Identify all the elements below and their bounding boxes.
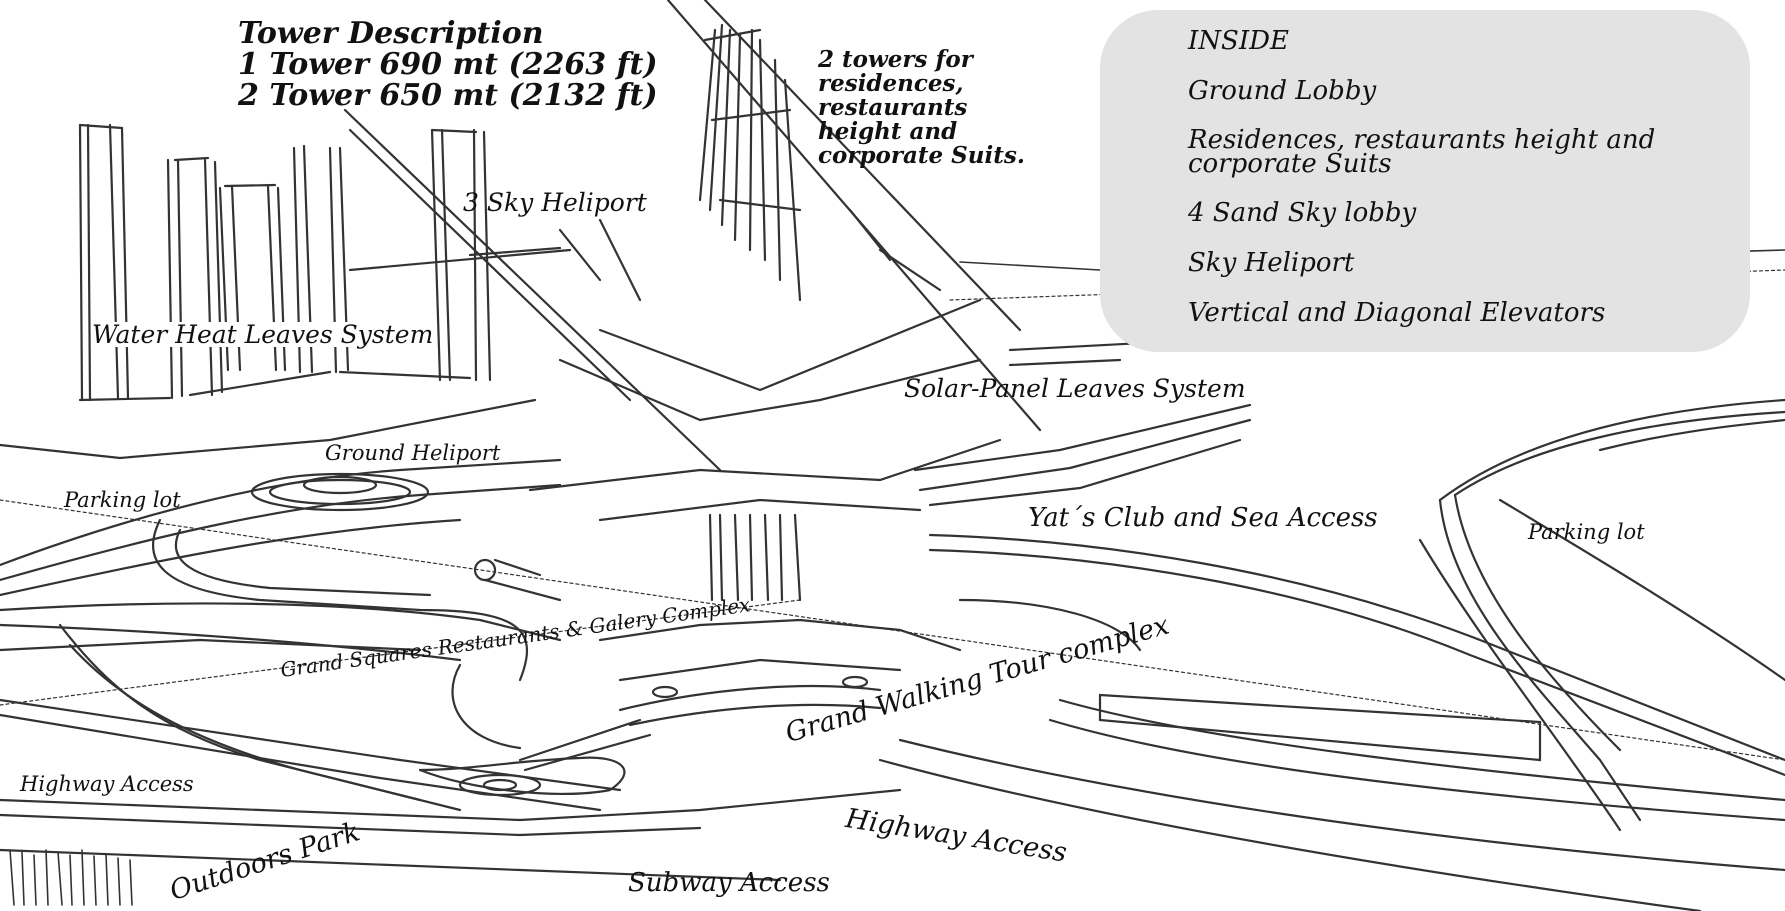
- inside-item: Residences, restaurants height and: [1188, 125, 1656, 155]
- tower-description-line1: 1 Tower 690 mt (2263 ft): [238, 47, 658, 82]
- inside-item: corporate Suits: [1188, 149, 1392, 179]
- towers-note-line: corporate Suits.: [818, 142, 1025, 169]
- towers-note: 2 towers for residences, restaurants hei…: [818, 48, 1025, 168]
- inside-panel: INSIDE Ground Lobby Residences, restaura…: [1100, 10, 1750, 352]
- central-plaza-shape: [418, 663, 882, 797]
- label-subway-access: Subway Access: [628, 868, 830, 898]
- label-parking-lot-left: Parking lot: [64, 488, 181, 512]
- inside-item: Sky Heliport: [1188, 248, 1355, 278]
- label-highway-access-left: Highway Access: [20, 772, 194, 796]
- roads-right: [878, 398, 1785, 911]
- tower-description-line2: 2 Tower 650 mt (2132 ft): [238, 78, 658, 113]
- towers-note-line: restaurants: [818, 94, 968, 121]
- towers-note-line: residences,: [818, 70, 964, 97]
- label-parking-lot-right: Parking lot: [1528, 520, 1645, 544]
- water-heat-leaves-towers: [0, 123, 572, 460]
- label-sky-heliport: 3 Sky Heliport: [463, 188, 647, 217]
- inside-item: 4 Sand Sky lobby: [1188, 198, 1417, 228]
- inside-heading: INSIDE: [1188, 26, 1289, 56]
- outdoors-park-hatching: [9, 849, 133, 906]
- tower-description: Tower Description 1 Tower 690 mt (2263 f…: [238, 18, 658, 111]
- inside-item: Ground Lobby: [1188, 76, 1377, 106]
- roads-left: [0, 458, 902, 882]
- tower-description-heading: Tower Description: [238, 16, 544, 51]
- towers-note-line: 2 towers for: [818, 46, 973, 73]
- inside-item: Vertical and Diagonal Elevators: [1188, 298, 1606, 328]
- label-solar-panel-leaves: Solar-Panel Leaves System: [904, 374, 1246, 403]
- ground-heliport-shape: [250, 472, 430, 512]
- label-yats-club: Yat´s Club and Sea Access: [1028, 503, 1378, 533]
- label-water-heat-leaves: Water Heat Leaves System: [92, 320, 434, 349]
- central-tower-sketch: [343, 0, 1042, 682]
- label-ground-heliport: Ground Heliport: [325, 441, 501, 465]
- towers-note-line: height and: [818, 118, 958, 145]
